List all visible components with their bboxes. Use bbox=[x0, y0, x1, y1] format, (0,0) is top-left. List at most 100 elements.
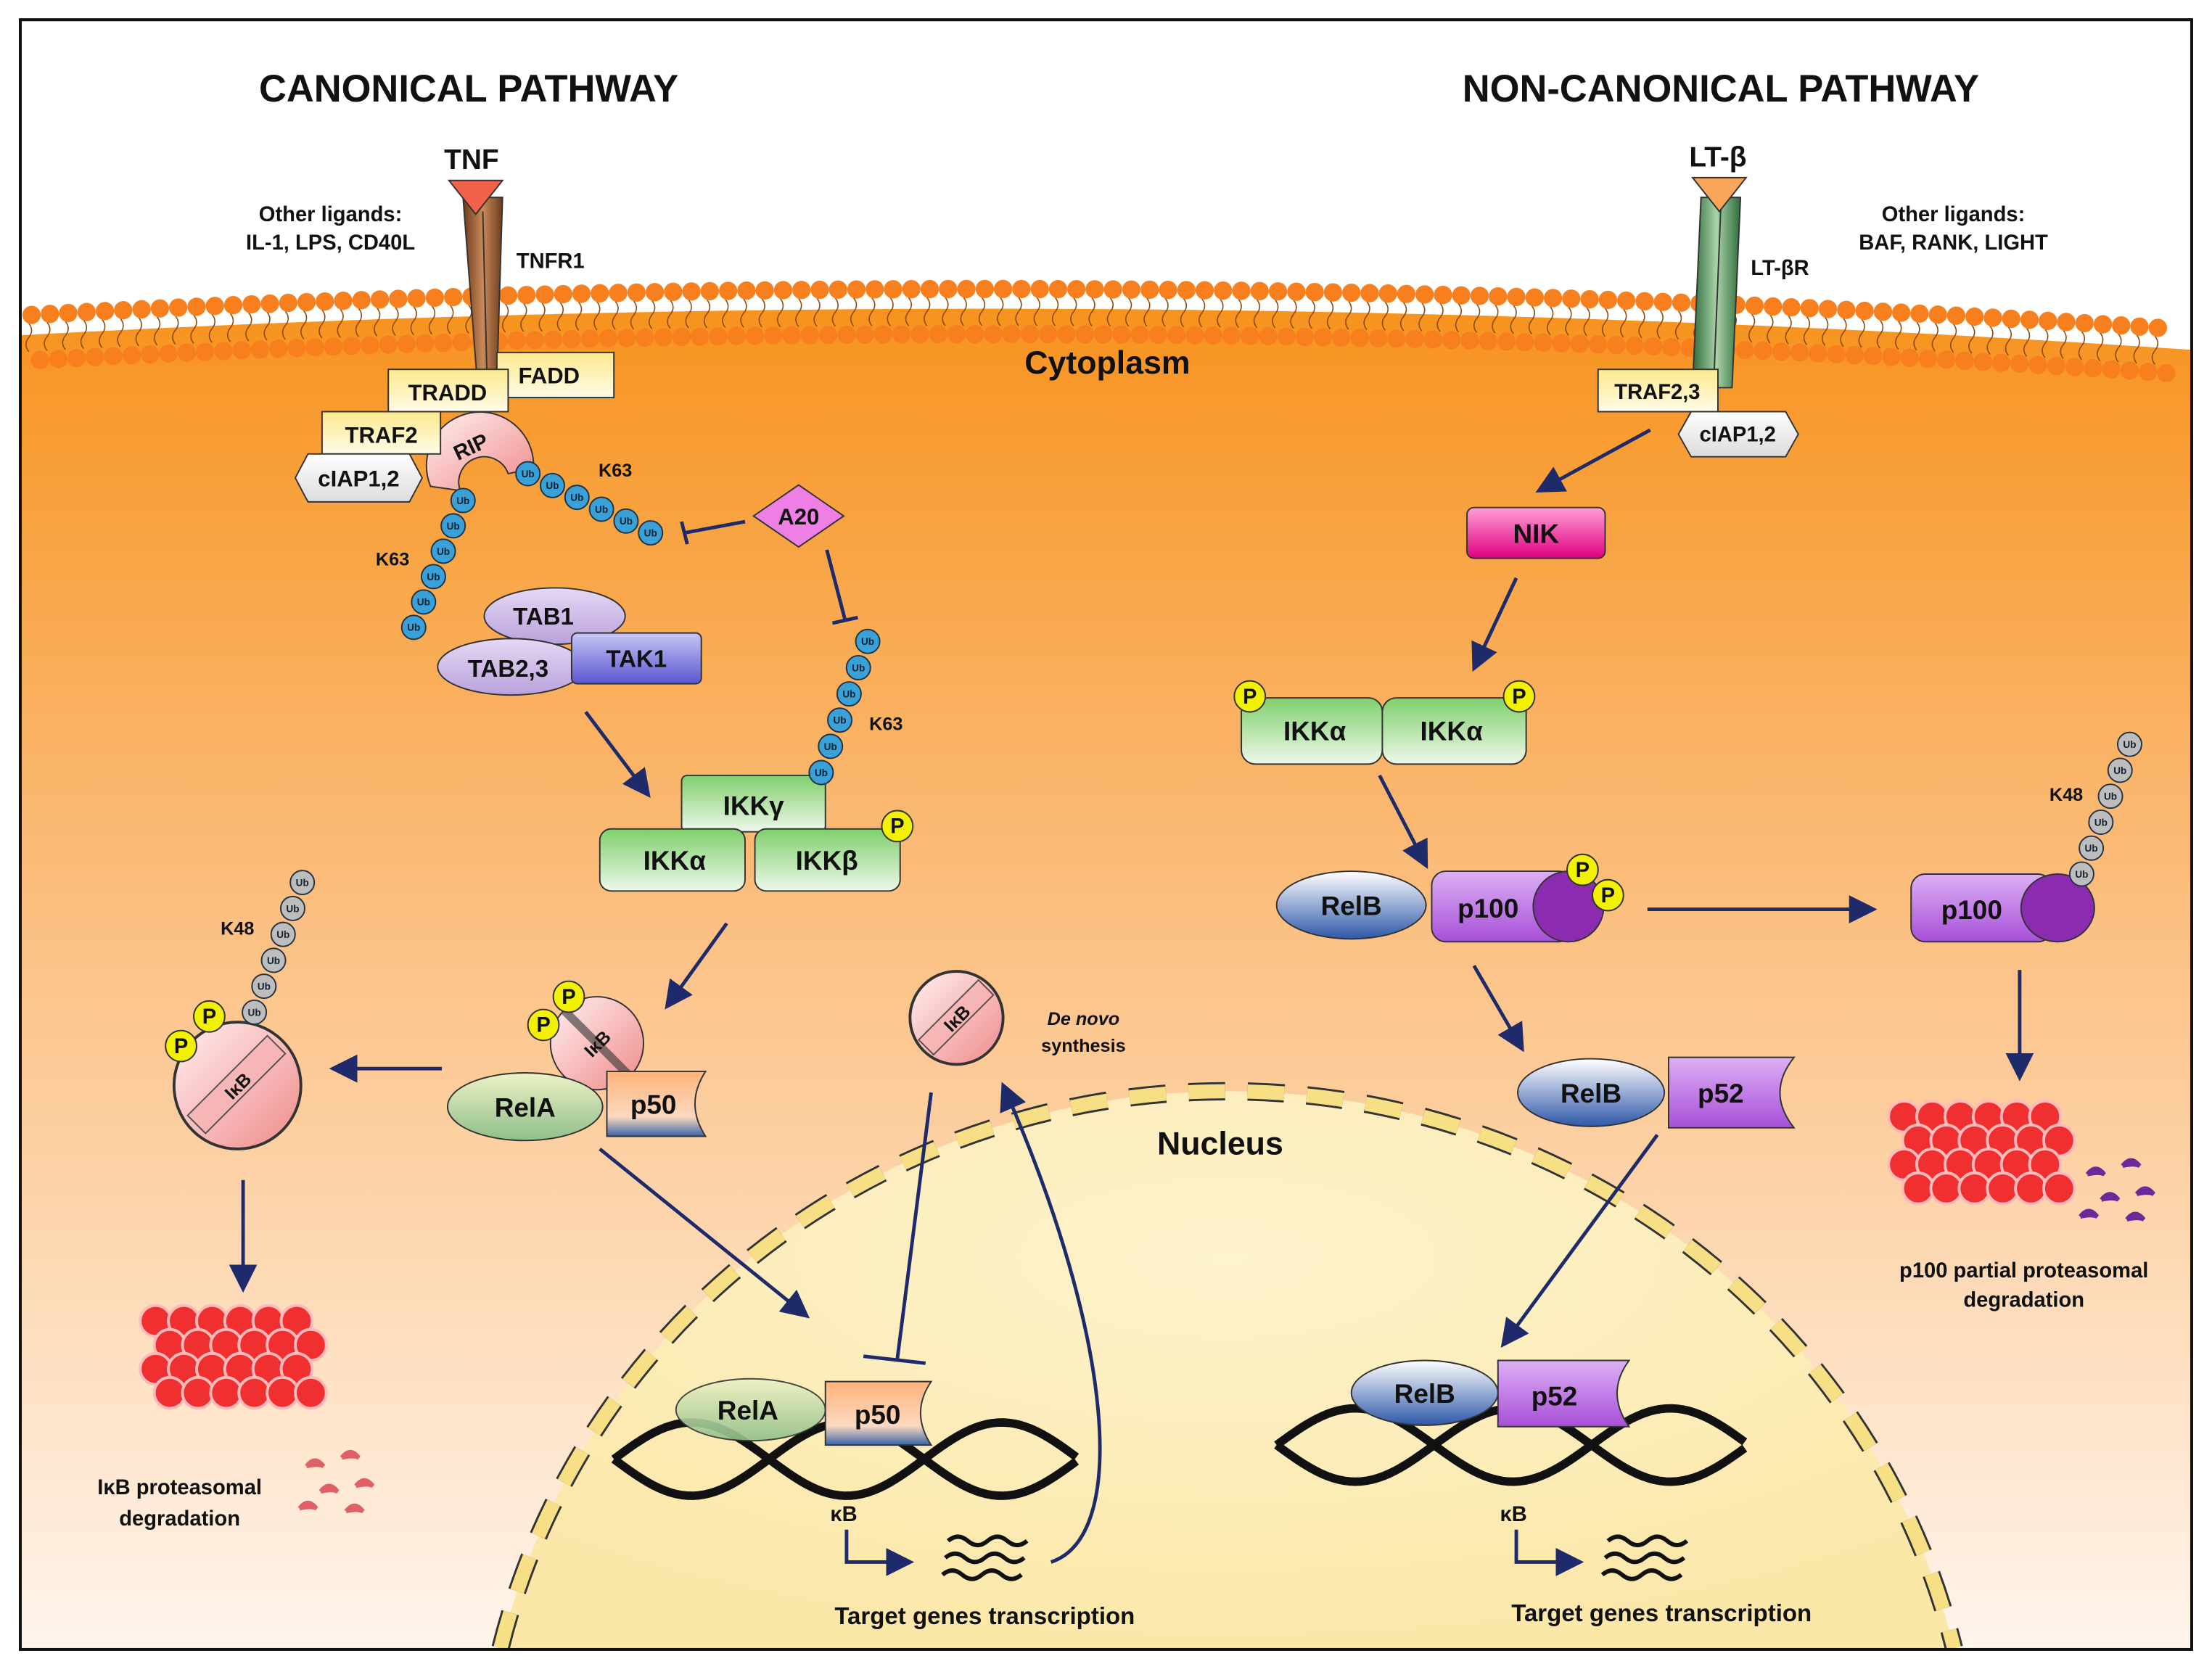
lipid-head bbox=[1250, 281, 1269, 300]
lipid-head bbox=[242, 295, 261, 314]
lipid-head bbox=[1855, 301, 1874, 321]
peptide-fragments-non-canonical bbox=[2079, 1158, 2155, 1222]
lipid-head bbox=[1130, 325, 1149, 345]
rela-cytoplasm: RelA bbox=[446, 1072, 604, 1142]
lipid-tail bbox=[1803, 316, 1811, 345]
arrow bbox=[1000, 1082, 1102, 1564]
lipid-tail bbox=[1656, 310, 1664, 339]
ubiquitin-label: Ub bbox=[456, 495, 469, 506]
ikk-alpha-right: IKKα bbox=[1381, 697, 1527, 765]
lipid-head bbox=[1002, 324, 1021, 344]
lipid-tail bbox=[245, 312, 252, 342]
phosphate-icon bbox=[527, 1008, 560, 1042]
ubiquitin-icon bbox=[588, 496, 614, 522]
svg-text:p50: p50 bbox=[630, 1090, 677, 1119]
lipid-head bbox=[654, 328, 673, 347]
promoter-arrow bbox=[1514, 1529, 1584, 1576]
lipid-head bbox=[1287, 282, 1306, 301]
ubiquitin-label: Ub bbox=[595, 504, 608, 515]
mrna-icon bbox=[946, 1534, 990, 1547]
lipid-tail bbox=[1106, 297, 1114, 327]
mrna-icon bbox=[986, 1534, 1029, 1547]
lipid-tail bbox=[1748, 313, 1756, 343]
lipid-head bbox=[1093, 325, 1113, 344]
lipid-head bbox=[2139, 362, 2158, 382]
lipid-head bbox=[297, 292, 316, 312]
lipid-head bbox=[1827, 345, 1846, 363]
lipid-head bbox=[2020, 310, 2039, 329]
lipid-tail bbox=[1492, 304, 1499, 334]
lipid-tail bbox=[1180, 298, 1188, 327]
lipid-head bbox=[599, 329, 618, 348]
phosphate-label: P bbox=[1512, 685, 1526, 709]
ubiquitin-label: Ub bbox=[2104, 791, 2117, 802]
lipid-tail bbox=[1051, 297, 1059, 326]
lipid-head bbox=[452, 333, 471, 352]
lipid-head bbox=[397, 334, 416, 353]
lipid-head bbox=[910, 325, 929, 344]
lipid-tail bbox=[850, 297, 858, 327]
lipid-head bbox=[1580, 289, 1599, 309]
lipid-tail bbox=[2115, 333, 2122, 363]
lipid-head bbox=[1809, 344, 1827, 363]
ikk-alpha-left: IKKα bbox=[1241, 697, 1383, 765]
lipid-tail bbox=[1399, 302, 1407, 331]
lipid-head bbox=[818, 326, 838, 345]
lipid-tail bbox=[2151, 336, 2159, 365]
promoter-arrow bbox=[844, 1529, 915, 1576]
lipid-head bbox=[1342, 283, 1361, 302]
lipid-head bbox=[1562, 289, 1581, 308]
peptide-fragment bbox=[344, 1503, 365, 1514]
svg-text:cIAP1,2: cIAP1,2 bbox=[1700, 423, 1776, 446]
lipid-tail bbox=[355, 308, 363, 337]
lipid-head bbox=[1067, 280, 1086, 299]
lipid-head bbox=[884, 280, 903, 299]
ubiquitin-label: Ub bbox=[570, 493, 583, 503]
ubiquitin-icon bbox=[420, 564, 446, 590]
phosphate-label: P bbox=[1601, 884, 1615, 907]
lipid-head bbox=[1177, 281, 1196, 300]
ubiquitin-icon bbox=[450, 487, 476, 514]
lipid-head bbox=[1057, 325, 1076, 344]
lipid-head bbox=[370, 290, 390, 309]
lipid-head bbox=[324, 337, 343, 356]
lipid-tail bbox=[1601, 308, 1609, 337]
lipid-tail bbox=[80, 320, 88, 350]
phosphate-label: P bbox=[1576, 859, 1590, 882]
peptide-fragment bbox=[318, 1483, 340, 1494]
proteasome-subunit bbox=[152, 1375, 187, 1410]
lipid-head bbox=[572, 284, 591, 303]
lipid-tail bbox=[447, 305, 454, 334]
lipid-head bbox=[920, 279, 940, 299]
lipid-tail bbox=[795, 297, 802, 327]
lipid-head bbox=[1643, 337, 1663, 356]
lipid-head bbox=[700, 281, 720, 301]
lipid-head bbox=[1012, 279, 1031, 299]
k63-label: K63 bbox=[869, 714, 903, 735]
svg-text:IKKγ: IKKγ bbox=[723, 791, 785, 820]
lipid-head bbox=[1232, 281, 1251, 300]
lipid-head bbox=[1159, 281, 1177, 300]
peptide-fragment bbox=[354, 1478, 375, 1488]
lipid-head bbox=[1570, 334, 1590, 353]
ubiquitin-icon bbox=[845, 654, 871, 680]
lipid-head bbox=[1782, 298, 1801, 317]
svg-text:RelA: RelA bbox=[718, 1396, 778, 1425]
lipid-head bbox=[2148, 318, 2167, 337]
lipid-head bbox=[1946, 306, 1966, 325]
svg-text:p52: p52 bbox=[1698, 1079, 1744, 1108]
ubiquitin-icon bbox=[613, 508, 639, 534]
svg-text:p100: p100 bbox=[1941, 895, 2002, 925]
lipid-head bbox=[1625, 336, 1644, 355]
lipid-tail bbox=[1895, 321, 1902, 350]
k48-label: K48 bbox=[2049, 785, 2083, 805]
nik: NIK bbox=[1466, 506, 1606, 559]
k63-label: K63 bbox=[376, 549, 409, 569]
lipid-head bbox=[1955, 351, 1974, 370]
lipid-tail bbox=[924, 297, 931, 326]
ubiquitin-icon bbox=[289, 870, 316, 896]
a20: A20 bbox=[752, 484, 845, 548]
lipid-tail bbox=[1326, 300, 1334, 330]
lipid-head bbox=[562, 330, 581, 349]
lipid-head bbox=[2130, 317, 2149, 336]
